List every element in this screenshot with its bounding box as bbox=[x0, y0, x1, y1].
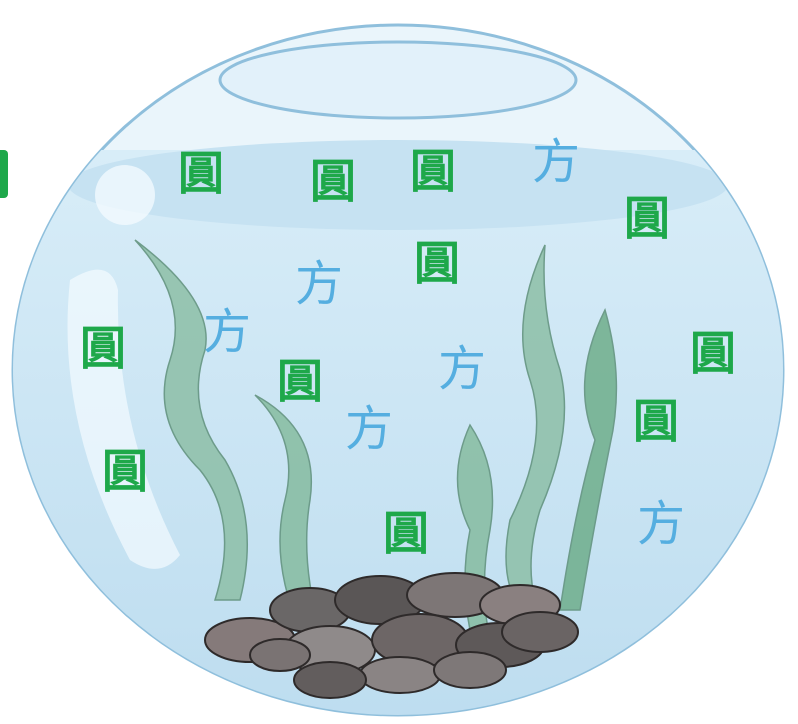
glyph-yuan-10[interactable]: 圓 bbox=[102, 444, 148, 498]
glyph-yuan-7[interactable]: 圓 bbox=[690, 326, 736, 380]
glyph-yuan-1[interactable]: 圓 bbox=[178, 146, 224, 200]
glyph-yuan-3[interactable]: 圓 bbox=[410, 144, 456, 198]
water-surface bbox=[68, 140, 728, 230]
glyph-yuan-8[interactable]: 圓 bbox=[277, 354, 323, 408]
glyph-fang-6[interactable]: 方 bbox=[637, 496, 686, 552]
glyph-yuan-2[interactable]: 圓 bbox=[310, 154, 356, 208]
glyph-fang-3[interactable]: 方 bbox=[203, 304, 252, 360]
left-edge-marker bbox=[0, 150, 8, 198]
glyph-yuan-11[interactable]: 圓 bbox=[383, 506, 429, 560]
glyph-yuan-5[interactable]: 圓 bbox=[414, 236, 460, 290]
glass-highlight-long bbox=[67, 269, 180, 569]
glyph-fang-1[interactable]: 方 bbox=[532, 134, 581, 190]
glyph-fang-5[interactable]: 方 bbox=[345, 401, 394, 457]
pebble-pile bbox=[204, 572, 579, 699]
glyph-yuan-9[interactable]: 圓 bbox=[633, 394, 679, 448]
bowl-rim bbox=[218, 40, 578, 120]
glyph-yuan-4[interactable]: 圓 bbox=[624, 191, 670, 245]
glass-highlight-small bbox=[95, 165, 155, 225]
glyph-yuan-6[interactable]: 圓 bbox=[80, 321, 126, 375]
glyph-fang-4[interactable]: 方 bbox=[438, 341, 487, 397]
glyph-fang-2[interactable]: 方 bbox=[295, 256, 344, 312]
